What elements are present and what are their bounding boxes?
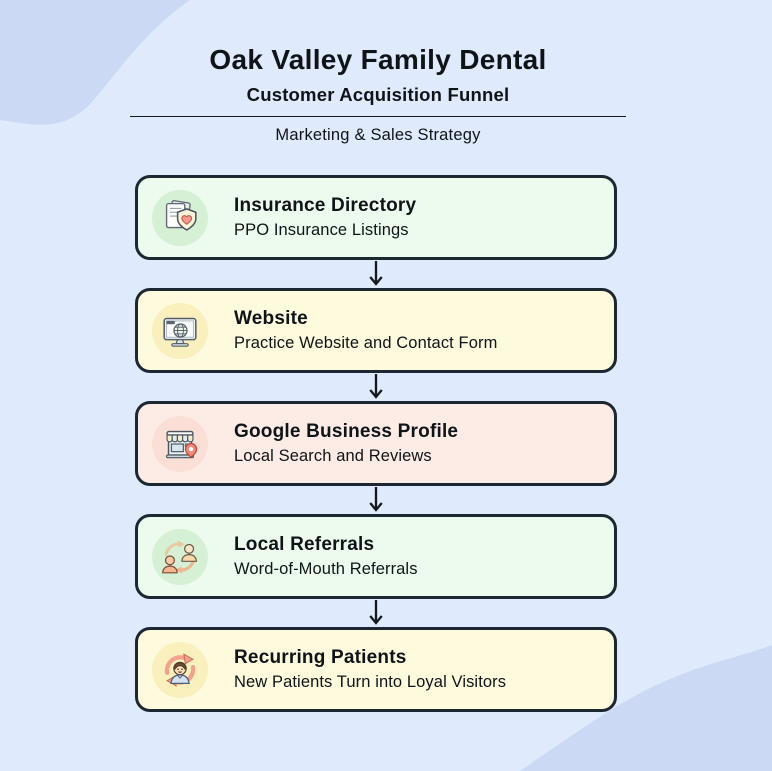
header: Oak Valley Family Dental Customer Acquis…: [130, 44, 626, 145]
storefront-location-pin-icon: [152, 415, 208, 472]
funnel-step-card: Local Referrals Word-of-Mouth Referrals: [135, 514, 617, 599]
step-text: Google Business Profile Local Search and…: [234, 421, 458, 467]
step-title: Website: [234, 307, 308, 329]
website-monitor-globe-icon: [152, 302, 208, 359]
step-text: Local Referrals Word-of-Mouth Referrals: [234, 534, 418, 580]
people-referral-cycle-icon: [152, 528, 208, 585]
funnel-step-card: Recurring Patients New Patients Turn int…: [135, 627, 617, 712]
page-tagline: Marketing & Sales Strategy: [275, 126, 481, 145]
step-title: Insurance Directory: [234, 194, 417, 216]
page-subtitle: Customer Acquisition Funnel: [246, 84, 510, 106]
header-divider: [130, 116, 626, 118]
step-description: New Patients Turn into Loyal Visitors: [234, 672, 507, 691]
step-description: Local Search and Reviews: [234, 446, 432, 465]
step-text: Insurance Directory PPO Insurance Listin…: [234, 195, 416, 241]
step-title: Recurring Patients: [234, 646, 407, 668]
funnel-flow: Insurance Directory PPO Insurance Listin…: [135, 175, 617, 712]
insurance-shield-documents-icon: [152, 189, 208, 246]
down-arrow-icon: [369, 260, 383, 286]
down-arrow-icon: [369, 373, 383, 399]
step-description: Practice Website and Contact Form: [234, 333, 498, 352]
step-title: Google Business Profile: [234, 420, 459, 442]
step-title: Local Referrals: [234, 533, 375, 555]
flow-connector: [367, 373, 385, 401]
step-description: PPO Insurance Listings: [234, 220, 409, 239]
funnel-step-card: Google Business Profile Local Search and…: [135, 401, 617, 486]
background-blob-top-left: [0, 0, 190, 125]
flow-connector: [367, 599, 385, 627]
flow-connector: [367, 486, 385, 514]
step-description: Word-of-Mouth Referrals: [234, 559, 418, 578]
background-blob-bottom-right: [520, 645, 772, 771]
patient-retention-loop-icon: [152, 641, 208, 698]
page-title: Oak Valley Family Dental: [209, 44, 547, 75]
funnel-step-card: Insurance Directory PPO Insurance Listin…: [135, 175, 617, 260]
step-text: Recurring Patients New Patients Turn int…: [234, 647, 506, 693]
step-text: Website Practice Website and Contact For…: [234, 308, 497, 354]
flow-connector: [367, 260, 385, 288]
down-arrow-icon: [369, 599, 383, 625]
funnel-step-card: Website Practice Website and Contact For…: [135, 288, 617, 373]
down-arrow-icon: [369, 486, 383, 512]
